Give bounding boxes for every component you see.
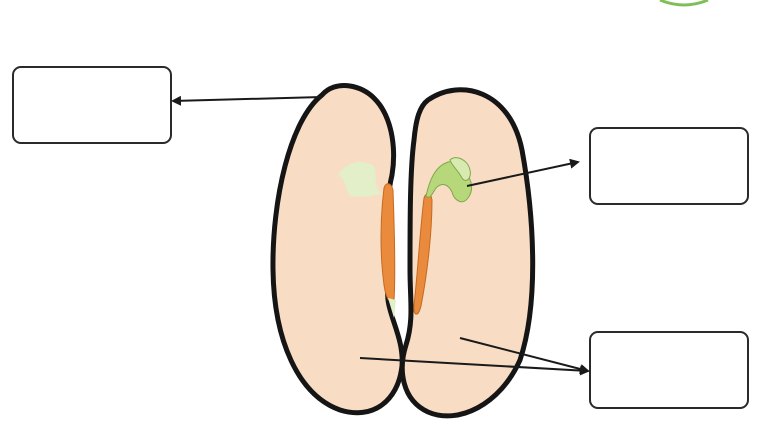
label-box-top-right[interactable] [589, 127, 749, 205]
label-box-top-left[interactable] [12, 66, 172, 144]
right-plumule-leaf [449, 157, 471, 181]
arrow-left-cotyledon-to-bottom-box [359, 357, 590, 376]
right-radicle [413, 193, 433, 315]
label-box-bottom-right[interactable] [589, 331, 749, 409]
right-cotyledon [399, 87, 536, 419]
left-radicle-tip [388, 298, 396, 318]
arrow-to-top-right-box [466, 158, 580, 187]
left-plumule-faded [338, 161, 382, 197]
circle-badge-icon [659, 0, 709, 7]
arrow-to-top-left-box [171, 95, 323, 106]
arrow-right-cotyledon-to-bottom-box [459, 337, 590, 374]
